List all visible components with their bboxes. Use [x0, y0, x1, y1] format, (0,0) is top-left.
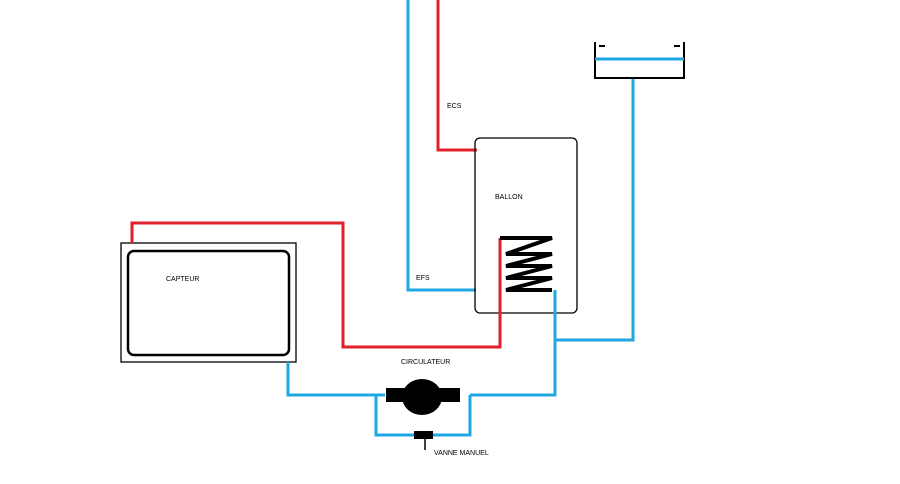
collector-return-pipe	[286, 362, 385, 397]
expansion-pipe	[555, 78, 635, 342]
collector-label: CAPTEUR	[166, 276, 199, 283]
pump-icon	[386, 379, 460, 415]
cold-water-label: EFS	[416, 275, 430, 282]
manual-valve-icon	[414, 431, 433, 450]
collector-frame	[120, 242, 297, 363]
hot-water-label: ECS	[447, 103, 462, 110]
cold-water-pipe	[406, 0, 476, 292]
solar-hot-pipe	[130, 221, 502, 349]
tank	[474, 137, 578, 314]
solar-return-pipe	[470, 290, 557, 397]
collector-panel	[126, 249, 291, 357]
heat-exchanger-coil	[500, 236, 553, 292]
pump-label: CIRCULATEUR	[401, 359, 450, 366]
hot-water-pipe	[436, 0, 477, 152]
valve-label: VANNE MANUEL	[434, 450, 489, 457]
tank-label: BALLON	[495, 194, 523, 201]
